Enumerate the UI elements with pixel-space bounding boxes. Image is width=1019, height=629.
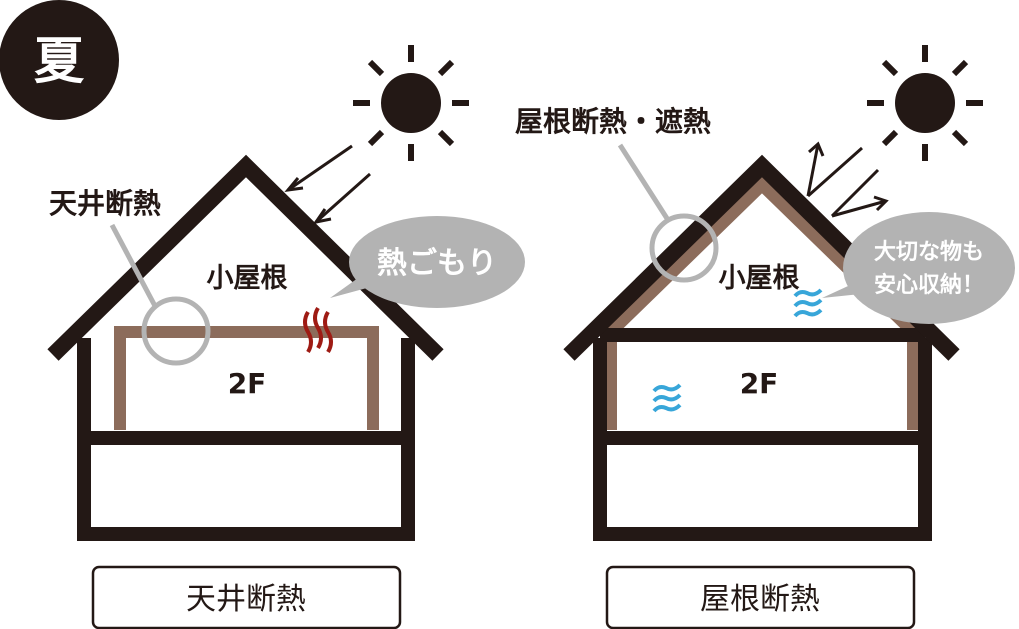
left-house: 天井断熱 小屋根 2F 熱ごもり	[47, 45, 525, 541]
right-bubble-line2: 安心収納！	[874, 272, 984, 298]
right-callout-ring	[649, 213, 719, 283]
sun-ray-arrow-icon	[284, 144, 371, 225]
heat-wave-icon	[303, 306, 333, 354]
right-caption-box: 屋根断熱	[605, 565, 916, 629]
reflect-arrow-icon	[806, 141, 889, 218]
left-floor-label: 2F	[228, 367, 267, 400]
left-bubble-text: 熱ごもり	[377, 246, 497, 281]
left-attic-label: 小屋根	[207, 263, 288, 294]
sun-icon	[867, 45, 983, 161]
left-callout-ring	[141, 296, 211, 366]
left-callout-label: 天井断熱	[49, 187, 161, 220]
right-house: 屋根断熱・遮熱 小屋根 2F 大切な物も 安心収納！	[515, 45, 1015, 541]
right-callout-label: 屋根断熱・遮熱	[515, 105, 711, 138]
left-speech-bubble: 熱ごもり	[330, 216, 525, 308]
right-caption: 屋根断熱	[700, 582, 820, 617]
left-ceiling-insulation	[114, 326, 379, 430]
right-floor-label: 2F	[740, 367, 779, 400]
cool-breeze-icon	[652, 383, 682, 413]
season-badge: 夏	[0, 0, 119, 120]
right-attic-label: 小屋根	[719, 263, 800, 294]
sun-icon	[353, 45, 469, 161]
right-callout-line	[617, 143, 671, 222]
left-caption: 天井断熱	[186, 582, 306, 617]
right-roof-insulation	[605, 176, 919, 430]
left-caption-box: 天井断熱	[91, 565, 402, 629]
left-callout-line	[109, 223, 158, 308]
right-speech-bubble: 大切な物も 安心収納！	[822, 212, 1015, 324]
right-bubble-line1: 大切な物も	[874, 239, 984, 265]
cool-breeze-icon	[793, 288, 823, 318]
season-badge-label: 夏	[34, 32, 85, 90]
